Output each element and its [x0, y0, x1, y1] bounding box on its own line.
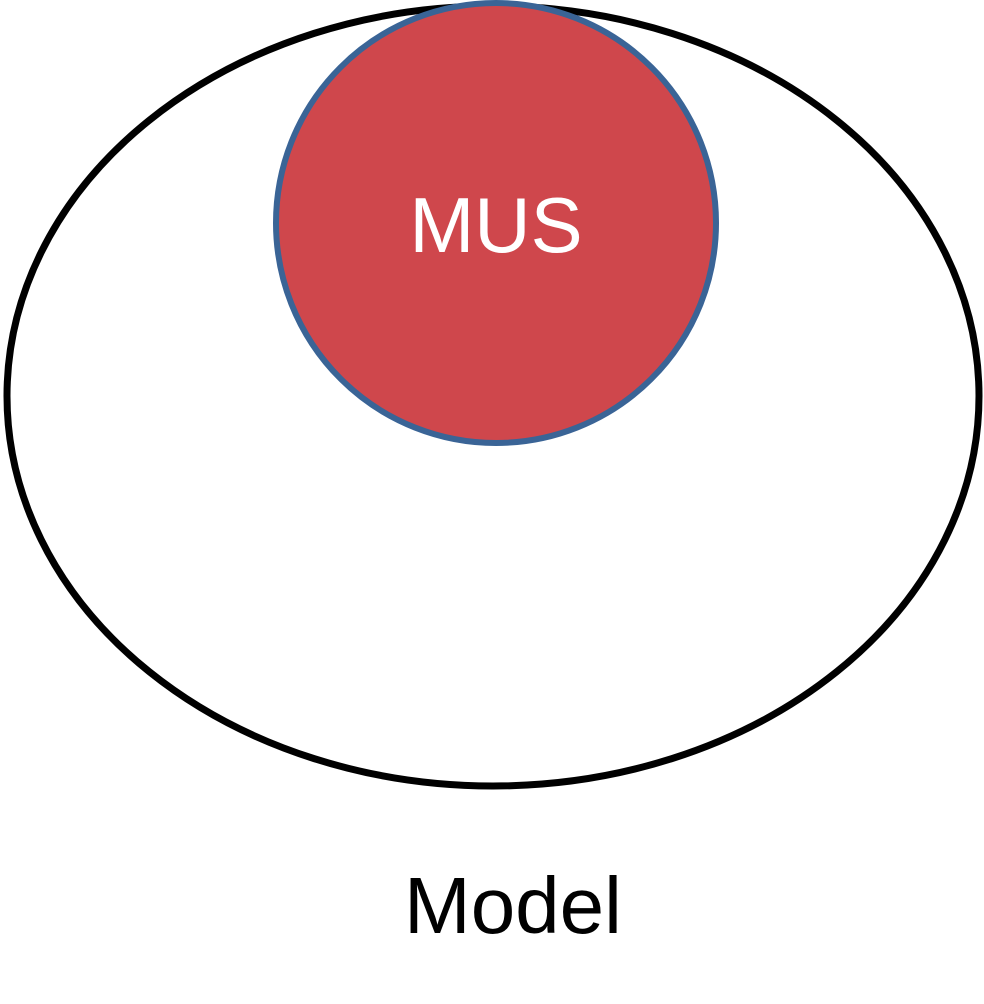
model-label: Model — [404, 861, 622, 950]
mus-label: MUS — [409, 181, 582, 269]
mus-circle — [273, 0, 719, 446]
